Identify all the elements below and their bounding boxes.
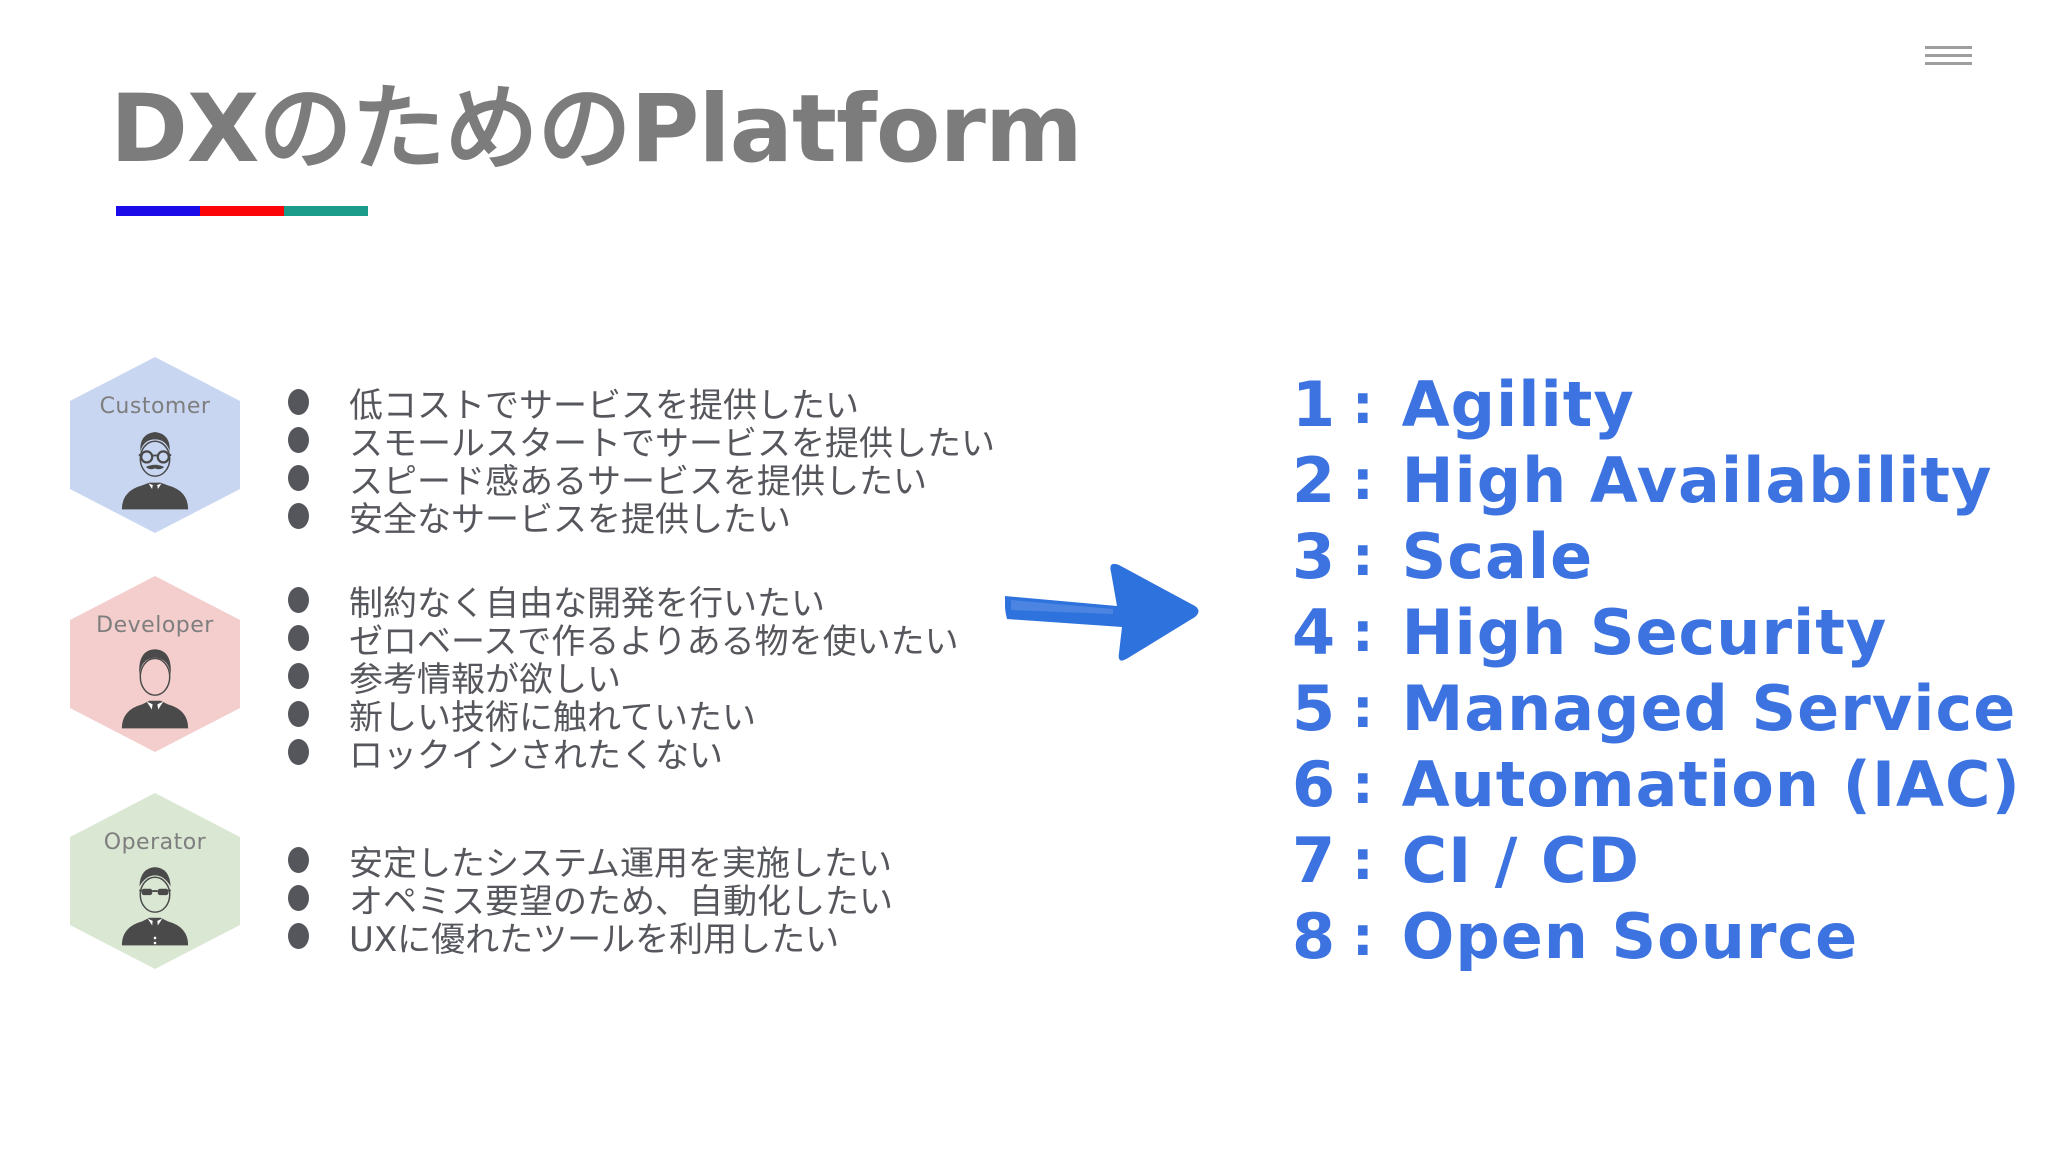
persona-label: Customer xyxy=(99,394,211,419)
right-arrow-icon xyxy=(1004,553,1215,665)
feature-item: 4 : High Security xyxy=(1292,594,2021,670)
list-item: UXに優れたツールを利用したい xyxy=(288,917,893,960)
feature-separator: : xyxy=(1352,524,1374,588)
underline-segment-red xyxy=(200,206,284,216)
bullet-icon xyxy=(288,587,309,613)
feature-separator: : xyxy=(1352,600,1374,664)
persona-hexagon-developer: Developer xyxy=(70,576,240,752)
list-item: ゼロベースで作るよりある物を使いたい xyxy=(288,619,959,662)
feature-label: High Availability xyxy=(1401,443,1993,517)
list-item: スモールスタートでサービスを提供したい xyxy=(288,421,995,464)
persona-hexagon-operator: Operator xyxy=(70,793,240,969)
feature-item: 1 : Agility xyxy=(1292,366,2021,442)
hamburger-bar xyxy=(1925,46,1972,49)
bullet-icon xyxy=(288,465,309,491)
feature-separator: : xyxy=(1352,372,1374,436)
feature-number: 8 xyxy=(1292,899,1336,973)
hamburger-icon[interactable] xyxy=(1925,46,1972,70)
feature-number: 5 xyxy=(1292,671,1336,745)
feature-number: 4 xyxy=(1292,595,1336,669)
customer-avatar-icon xyxy=(121,432,189,510)
list-item: 安全なサービスを提供したい xyxy=(288,497,995,540)
feature-label: CI / CD xyxy=(1401,823,1640,897)
feature-item: 7 : CI / CD xyxy=(1292,822,2021,898)
operator-avatar-icon xyxy=(121,867,189,946)
bullet-icon xyxy=(288,503,309,529)
bullet-icon xyxy=(288,847,309,873)
need-text: ロックインされたくない xyxy=(349,735,723,776)
need-text: 安全なサービスを提供したい xyxy=(349,499,791,540)
bullet-icon xyxy=(288,625,309,651)
need-text: 参考情報が欲しい xyxy=(349,659,621,700)
list-item: 制約なく自由な開発を行いたい xyxy=(288,581,959,624)
list-item: ロックインされたくない xyxy=(288,733,959,776)
feature-label: Managed Service xyxy=(1401,671,2017,745)
feature-separator: : xyxy=(1352,676,1374,740)
feature-number: 7 xyxy=(1292,823,1336,897)
feature-label: Agility xyxy=(1401,367,1635,441)
feature-label: Automation (IAC) xyxy=(1401,747,2021,821)
need-text: UXに優れたツールを利用したい xyxy=(349,919,840,960)
need-text: 制約なく自由な開発を行いたい xyxy=(349,583,825,624)
underline-segment-teal xyxy=(284,206,368,216)
hamburger-bar xyxy=(1925,54,1972,57)
list-item: 参考情報が欲しい xyxy=(288,657,959,700)
feature-separator: : xyxy=(1352,448,1374,512)
need-text: ゼロベースで作るよりある物を使いたい xyxy=(349,621,959,662)
feature-separator: : xyxy=(1352,904,1374,968)
feature-separator: : xyxy=(1352,752,1374,816)
hamburger-bar xyxy=(1925,62,1972,65)
feature-label: High Security xyxy=(1401,595,1888,669)
platform-feature-list: 1 : Agility 2 : High Availability 3 : Sc… xyxy=(1292,366,2021,974)
feature-item: 2 : High Availability xyxy=(1292,442,2021,518)
title-underline xyxy=(116,206,368,216)
need-text: 新しい技術に触れていたい xyxy=(349,697,756,738)
need-text: スモールスタートでサービスを提供したい xyxy=(349,423,995,464)
feature-number: 2 xyxy=(1292,443,1336,517)
bullet-icon xyxy=(288,701,309,727)
persona-hexagon-customer: Customer xyxy=(70,357,240,533)
need-text: 低コストでサービスを提供したい xyxy=(349,385,859,426)
persona-label: Developer xyxy=(96,613,214,638)
list-item: 新しい技術に触れていたい xyxy=(288,695,959,738)
bullet-icon xyxy=(288,389,309,415)
feature-label: Scale xyxy=(1401,519,1594,593)
bullet-icon xyxy=(288,739,309,765)
need-text: オペミス要望のため、自動化したい xyxy=(349,881,893,922)
list-item: 安定したシステム運用を実施したい xyxy=(288,841,893,884)
developer-avatar-icon xyxy=(121,649,189,729)
feature-separator: : xyxy=(1352,828,1374,892)
bullet-icon xyxy=(288,427,309,453)
bullet-icon xyxy=(288,923,309,949)
feature-number: 6 xyxy=(1292,747,1336,821)
underline-segment-blue xyxy=(116,206,200,216)
bullet-icon xyxy=(288,663,309,689)
feature-number: 1 xyxy=(1292,367,1336,441)
feature-item: 5 : Managed Service xyxy=(1292,670,2021,746)
list-item: スピード感あるサービスを提供したい xyxy=(288,459,995,502)
needs-list-developer: 制約なく自由な開発を行いたい ゼロベースで作るよりある物を使いたい 参考情報が欲… xyxy=(288,581,959,776)
list-item: 低コストでサービスを提供したい xyxy=(288,383,995,426)
needs-list-operator: 安定したシステム運用を実施したい オペミス要望のため、自動化したい UXに優れた… xyxy=(288,841,893,960)
bullet-icon xyxy=(288,885,309,911)
needs-list-customer: 低コストでサービスを提供したい スモールスタートでサービスを提供したい スピード… xyxy=(288,383,995,540)
need-text: 安定したシステム運用を実施したい xyxy=(349,843,892,884)
page-title: DXのためのPlatform xyxy=(110,75,1083,184)
need-text: スピード感あるサービスを提供したい xyxy=(349,461,927,502)
feature-item: 6 : Automation (IAC) xyxy=(1292,746,2021,822)
list-item: オペミス要望のため、自動化したい xyxy=(288,879,893,922)
feature-item: 8 : Open Source xyxy=(1292,898,2021,974)
feature-item: 3 : Scale xyxy=(1292,518,2021,594)
feature-number: 3 xyxy=(1292,519,1336,593)
feature-label: Open Source xyxy=(1401,899,1859,973)
persona-label: Operator xyxy=(103,830,207,855)
